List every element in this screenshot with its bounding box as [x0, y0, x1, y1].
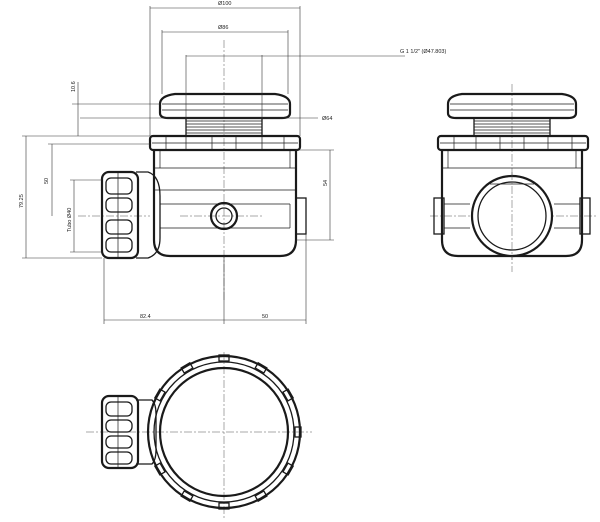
- top-outer-ring: [146, 354, 302, 510]
- dim-outlet-height: 50: [44, 178, 50, 184]
- outlet-connector: [136, 171, 161, 259]
- drain-cap: [158, 92, 292, 120]
- side-drain-cap: [446, 92, 578, 120]
- top-inner-ring: [158, 366, 290, 498]
- outlet-boss: [209, 201, 239, 231]
- top-view: [86, 352, 312, 520]
- dim-outer-diameter: Ø100: [218, 1, 231, 7]
- dimension-lines: [22, 6, 405, 324]
- threaded-neck: [185, 117, 263, 137]
- dim-thread: G 1 1/2" (Ø47.803): [400, 49, 446, 55]
- top-outlet-nut: [100, 394, 140, 470]
- dim-overall-height: 79.25: [19, 194, 25, 208]
- dim-horizontal-right: 50: [262, 314, 268, 320]
- front-view: Ø100 Ø86 G 1 1/2" (Ø47.803) Ø64 82.4 50 …: [19, 1, 446, 324]
- dim-cap-height: 10.6: [71, 81, 77, 92]
- dim-horizontal-left: 82.4: [140, 314, 151, 320]
- side-stub: [295, 197, 307, 235]
- outlet-nut: [100, 170, 140, 260]
- ring-tabs: [153, 354, 302, 510]
- top-connector: [136, 399, 157, 465]
- trap-body: [152, 150, 298, 258]
- dim-pipe: Tubo Ø40: [67, 208, 73, 232]
- dim-neck-diameter: Ø64: [322, 116, 332, 122]
- body-flange: [148, 134, 302, 152]
- dim-body-height: 54: [323, 180, 329, 186]
- side-view: [430, 84, 598, 272]
- dim-inner-diameter: Ø86: [218, 25, 228, 31]
